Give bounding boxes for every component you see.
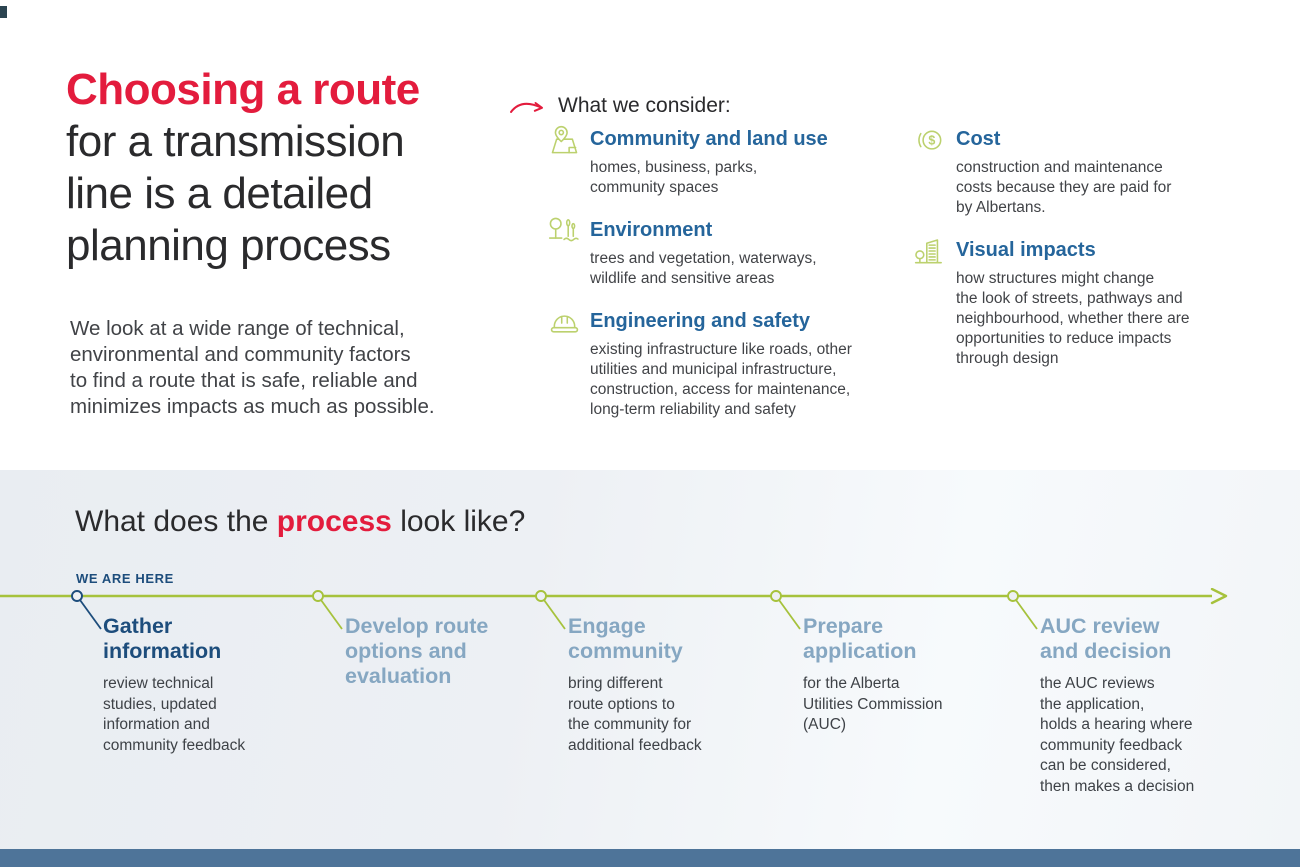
consider-item-engineering: Engineering and safety existing infrastr… — [546, 310, 926, 420]
stage-gather-information: Gather information review technical stud… — [103, 614, 318, 756]
tree-water-icon — [546, 214, 590, 256]
dollar-coin-icon: $ — [912, 123, 956, 165]
stage-description: for the Alberta Utilities Commission (AU… — [803, 675, 943, 733]
map-pin-icon — [546, 123, 590, 165]
page-title-rest: for a transmission line is a detailed pl… — [66, 117, 405, 270]
stage-develop-route-options: Develop route options and evaluation — [345, 614, 560, 699]
consider-item-text: Visual impacts how structures might chan… — [956, 239, 1190, 369]
consider-item-cost: $ Cost construction and maintenance cost… — [912, 128, 1252, 218]
stage-title: Gather information — [103, 614, 222, 663]
stage-connector — [1015, 599, 1038, 630]
we-are-here-label: WE ARE HERE — [76, 571, 174, 586]
stage-title: AUC review and decision — [1040, 614, 1172, 663]
page-title: Choosing a route for a transmission line… — [66, 64, 496, 272]
consider-item-text: Environment trees and vegetation, waterw… — [590, 219, 817, 289]
consider-item-title: Environment — [590, 219, 713, 241]
consider-column-right: $ Cost construction and maintenance cost… — [912, 128, 1252, 390]
page-edge-mark — [0, 6, 7, 18]
consider-item-description: existing infrastructure like roads, othe… — [590, 341, 852, 418]
stage-engage-community: Engage community bring different route o… — [568, 614, 783, 756]
timeline-node-current — [71, 590, 83, 602]
consider-item-environment: Environment trees and vegetation, waterw… — [546, 217, 926, 289]
consider-heading: What we consider: — [558, 94, 731, 117]
timeline-node — [1007, 590, 1019, 602]
consider-item-description: homes, business, parks, community spaces — [590, 159, 758, 196]
stage-connector — [320, 599, 343, 630]
stage-connector — [543, 599, 566, 630]
hero: Choosing a route for a transmission line… — [66, 64, 496, 272]
stage-prepare-application: Prepare application for the Alberta Util… — [803, 614, 1018, 736]
footer-bar — [0, 849, 1300, 867]
consider-item-text: Community and land use homes, business, … — [590, 128, 828, 198]
consider-item-community: Community and land use homes, business, … — [546, 125, 926, 198]
consider-column-left: Community and land use homes, business, … — [546, 125, 926, 441]
consider-item-description: construction and maintenance costs becau… — [956, 159, 1172, 216]
stage-description: bring different route options to the com… — [568, 675, 702, 754]
timeline-graphic — [0, 588, 1228, 630]
intro-paragraph: We look at a wide range of technical, en… — [70, 317, 435, 418]
consider-item-text: Cost construction and maintenance costs … — [956, 128, 1171, 218]
svg-text:$: $ — [928, 134, 935, 148]
stage-title: Prepare application — [803, 614, 917, 663]
building-tree-icon — [912, 234, 956, 276]
stage-title: Develop route options and evaluation — [345, 614, 489, 688]
consider-item-text: Engineering and safety existing infrastr… — [590, 310, 852, 420]
stage-description: review technical studies, updated inform… — [103, 675, 246, 754]
timeline-node — [535, 590, 547, 602]
stage-description: the AUC reviews the application, holds a… — [1040, 675, 1195, 795]
process-section: What does the process look like? WE ARE … — [0, 470, 1300, 849]
consider-item-description: trees and vegetation, waterways, wildlif… — [590, 250, 817, 287]
process-heading-suffix: look like? — [391, 505, 526, 538]
stage-connector — [778, 599, 801, 630]
consider-item-title: Engineering and safety — [590, 310, 811, 332]
timeline-node — [770, 590, 782, 602]
page-title-highlight: Choosing a route — [66, 65, 420, 114]
consider-header: What we consider: — [508, 94, 731, 118]
timeline-arrowhead-icon — [1210, 588, 1228, 605]
consider-item-visual-impacts: Visual impacts how structures might chan… — [912, 239, 1252, 369]
consider-item-title: Visual impacts — [956, 239, 1096, 261]
consider-item-description: how structures might change the look of … — [956, 270, 1190, 367]
stage-auc-review-decision: AUC review and decision the AUC reviews … — [1040, 614, 1255, 797]
curved-arrow-icon — [510, 102, 543, 113]
stage-title: Engage community — [568, 614, 683, 663]
stage-connector-current — [79, 599, 102, 630]
consider-item-title: Community and land use — [590, 128, 828, 150]
process-heading-highlight: process — [276, 505, 392, 538]
hard-hat-icon — [546, 305, 590, 347]
timeline-node — [312, 590, 324, 602]
consider-item-title: Cost — [956, 128, 1001, 150]
process-heading-prefix: What does the — [75, 505, 277, 538]
process-heading: What does the process look like? — [75, 505, 525, 539]
